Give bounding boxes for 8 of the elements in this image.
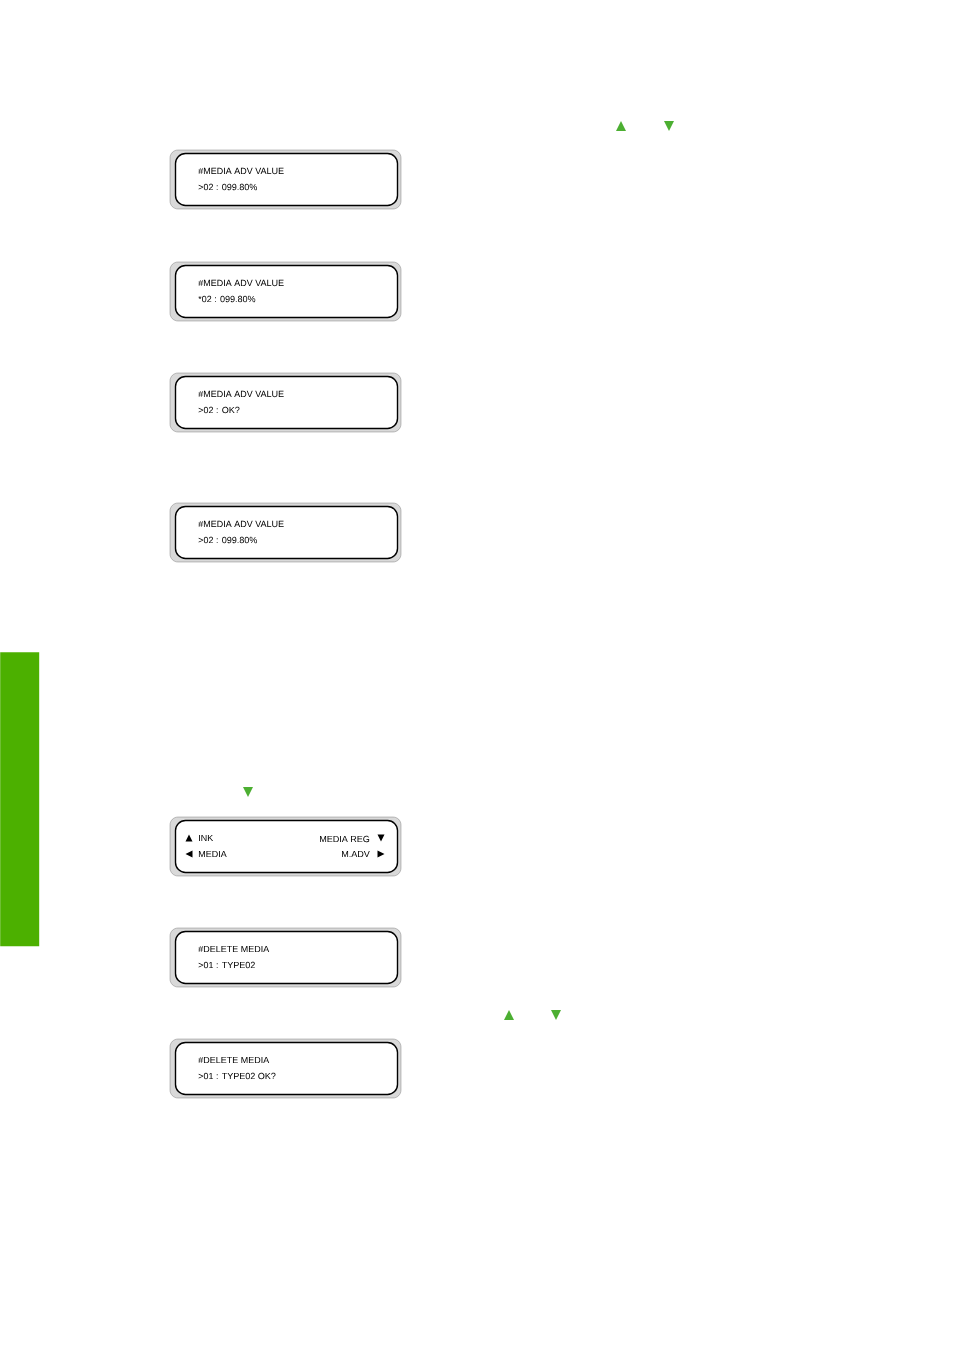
lcd-display: INK MEDIA REG MEDIA M.ADV: [169, 816, 402, 877]
lcd-display: #DELETE MEDIA >01 : TYPE02: [169, 927, 402, 988]
lcd-display: #DELETE MEDIA >01 : TYPE02 OK?: [169, 1038, 402, 1099]
lcd-display: #MEDIA ADV VALUE *02 : 099.80%: [169, 261, 402, 322]
lcd-display: #MEDIA ADV VALUE >02 : OK?: [169, 372, 402, 433]
side-tab: [0, 652, 40, 947]
lcd-display: #MEDIA ADV VALUE >02 : 099.80%: [169, 149, 402, 210]
lcd-display: #MEDIA ADV VALUE >02 : 099.80%: [169, 502, 402, 563]
